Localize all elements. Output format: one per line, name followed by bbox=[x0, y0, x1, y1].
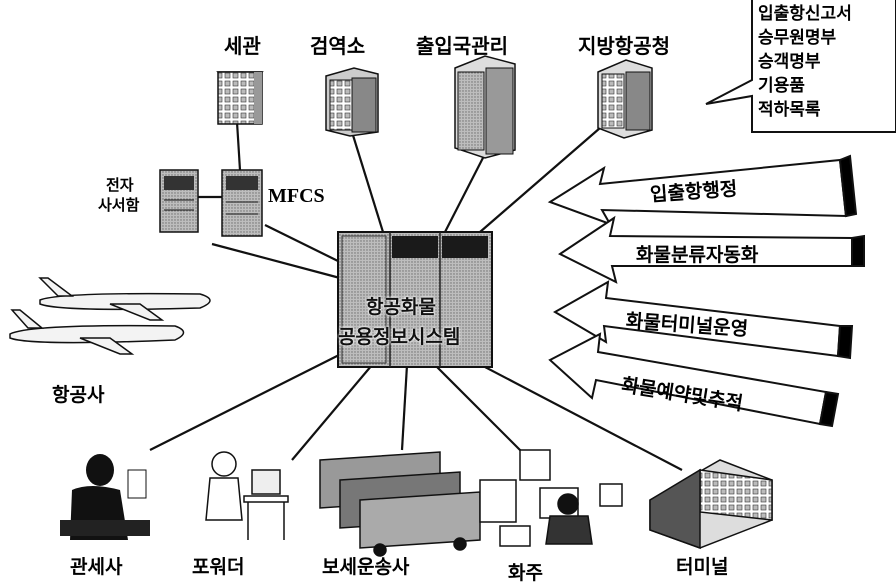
shipper-icon bbox=[479, 449, 623, 547]
terminal-label: 터미널 bbox=[676, 556, 729, 578]
quarantine-label: 검역소 bbox=[310, 34, 366, 58]
arrows bbox=[547, 154, 865, 428]
central-mainframe bbox=[337, 231, 493, 368]
bonded-transport-truck-icon bbox=[319, 451, 481, 557]
forwarder-label: 포워더 bbox=[192, 556, 245, 578]
customs-broker-label: 관세사 bbox=[70, 556, 123, 578]
shipper-label: 화주 bbox=[508, 562, 543, 584]
e-mailbox-label-line2: 사서함 bbox=[98, 196, 140, 214]
documents-callout bbox=[705, 0, 896, 133]
center-title-line1: 항공화물 bbox=[366, 296, 436, 318]
center-title-line2: 공용정보시스템 bbox=[338, 326, 461, 348]
document-item: 승무원명부 bbox=[758, 28, 837, 48]
customs-label: 세관 bbox=[224, 34, 261, 58]
document-item: 승객명부 bbox=[758, 52, 821, 72]
document-item: 입출항신고서 bbox=[758, 4, 852, 24]
airline-label: 항공사 bbox=[52, 384, 105, 406]
quarantine-building-icon bbox=[325, 67, 379, 137]
bonded-transport-label: 보세운송사 bbox=[322, 556, 410, 578]
immigration-building-icon bbox=[454, 55, 516, 159]
document-item: 기용품 bbox=[758, 76, 805, 96]
terminal-building-icon bbox=[649, 459, 773, 550]
documents-list: 입출항신고서 승무원명부 승객명부 기용품 적하목록 bbox=[758, 2, 852, 122]
connection-lines bbox=[149, 121, 683, 471]
function-arrow-label: 화물분류자동화 bbox=[636, 244, 759, 266]
customs-building-icon bbox=[216, 71, 264, 125]
e-mailbox-server-icon bbox=[159, 169, 199, 233]
regional-aviation-label: 지방항공청 bbox=[578, 34, 670, 58]
mfcs-label: MFCS bbox=[268, 185, 325, 207]
mfcs-server-icon bbox=[221, 169, 263, 237]
customs-broker-icon bbox=[60, 454, 150, 540]
immigration-label: 출입국관리 bbox=[416, 34, 508, 58]
regional-aviation-building-icon bbox=[597, 59, 653, 139]
forwarder-icon bbox=[205, 451, 289, 540]
airplane-icon bbox=[9, 277, 211, 355]
document-item: 적하목록 bbox=[758, 100, 821, 120]
e-mailbox-label-line1: 전자 bbox=[106, 176, 134, 194]
